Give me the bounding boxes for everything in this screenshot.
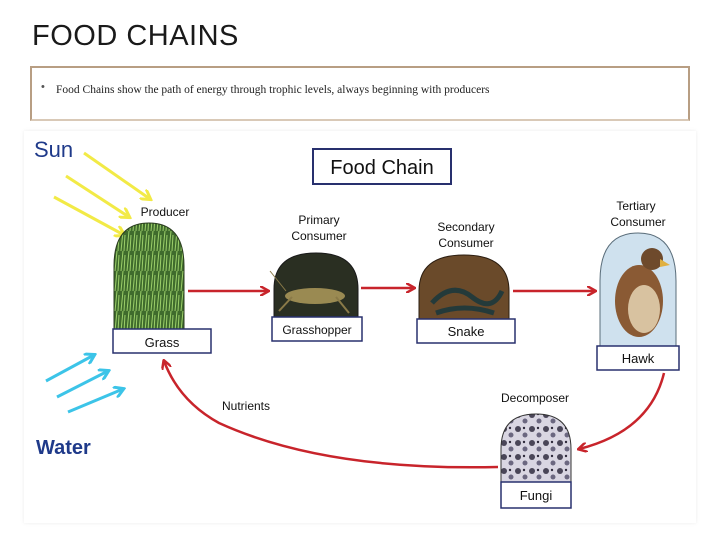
primary-consumer-role-1: Primary <box>298 213 339 227</box>
hawk-label: Hawk <box>622 351 655 366</box>
decomposer-role: Decomposer <box>501 391 569 405</box>
sun-rays <box>53 151 150 235</box>
food-chain-diagram: Sun Water Food Chain Producer Grass Prim… <box>34 137 680 509</box>
fungi-label: Fungi <box>520 488 553 503</box>
sun-label: Sun <box>34 137 73 162</box>
grasshopper-image <box>273 252 359 320</box>
grasshopper-label: Grasshopper <box>282 323 351 337</box>
grass-label-box <box>112 328 212 354</box>
bullet-marker: • <box>41 81 45 93</box>
fungi-label-box <box>500 481 572 509</box>
energy-arrows <box>164 288 666 469</box>
snake-label: Snake <box>448 324 485 339</box>
grass-label: Grass <box>145 335 180 350</box>
primary-consumer-role-2: Consumer <box>291 229 346 243</box>
secondary-consumer-role-2: Consumer <box>438 236 493 250</box>
diagram-title: Food Chain <box>330 157 433 179</box>
arrow-fungi-to-grass <box>164 361 499 469</box>
fungi-image <box>500 413 572 485</box>
producer-role: Producer <box>141 205 190 219</box>
grass-image <box>113 222 185 332</box>
slide-title: FOOD CHAINS <box>32 20 239 52</box>
bullet-box: • Food Chains show the path of energy th… <box>30 66 690 121</box>
water-rays <box>45 355 123 414</box>
arrow-hawk-to-fungi <box>579 372 666 449</box>
hawk-label-box <box>596 345 680 371</box>
bullet-text: Food Chains show the path of energy thro… <box>56 84 490 96</box>
diagram-title-box <box>312 148 452 185</box>
grasshopper-label-box <box>271 316 363 342</box>
snake-label-box <box>416 318 516 344</box>
hawk-figure <box>615 248 670 337</box>
tertiary-consumer-role-1: Tertiary <box>616 199 655 213</box>
snake-image <box>418 254 510 322</box>
grasshopper-figure <box>269 270 350 314</box>
snake-figure <box>430 287 505 316</box>
secondary-consumer-role-1: Secondary <box>437 220 494 234</box>
nutrients-label: Nutrients <box>222 399 270 413</box>
tertiary-consumer-role-2: Consumer <box>610 215 665 229</box>
water-label: Water <box>36 437 91 459</box>
